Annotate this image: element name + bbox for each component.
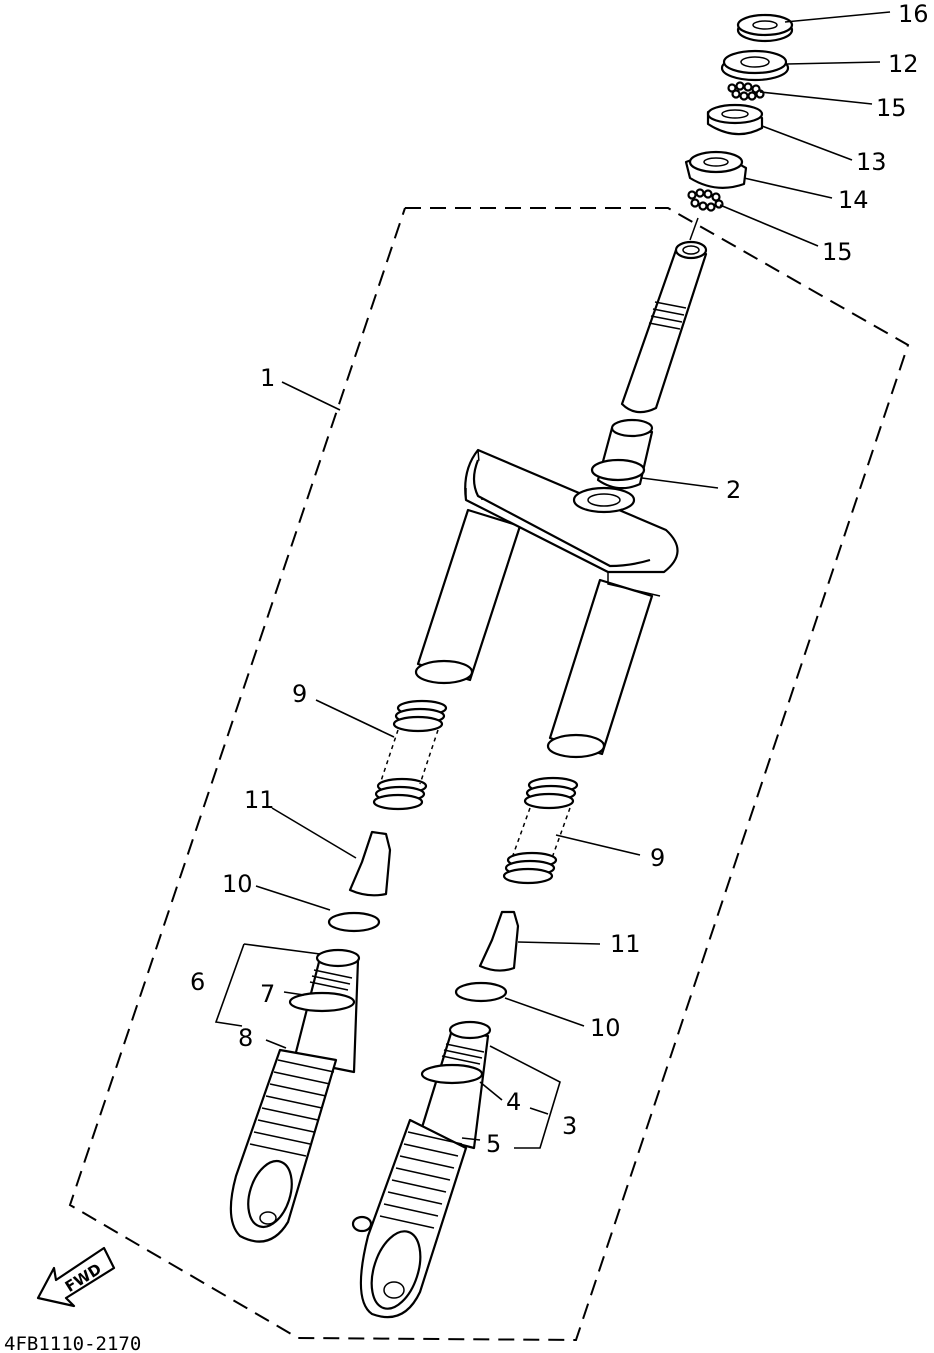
callout-6: 6	[190, 968, 205, 996]
callout-12: 12	[888, 50, 919, 78]
part-2-steering-bracket	[414, 418, 679, 759]
part-14-bearing-cup	[684, 150, 748, 189]
part-15-ball-bearings-upper	[727, 81, 765, 101]
part-10-washer-left	[327, 911, 381, 933]
callout-labels: 16 12 15 13 14 15 1 2 9 9 11 11 10 10 6 …	[190, 0, 929, 1158]
part-11-stopper-left	[348, 830, 392, 897]
callout-9-left: 9	[292, 680, 307, 708]
part-11-stopper-right	[478, 910, 520, 972]
part-13-bearing-cone	[706, 103, 764, 136]
callout-1: 1	[260, 364, 275, 392]
callout-16: 16	[898, 0, 929, 28]
part-10-washer-right	[454, 981, 508, 1003]
leader-lines	[214, 11, 891, 1149]
part-code: 4FB1110-2170	[4, 1333, 141, 1353]
part-12-bearing-race	[720, 49, 790, 82]
callout-10-right: 10	[590, 1014, 621, 1042]
part-9-spring-right	[502, 776, 579, 885]
callout-7: 7	[260, 980, 275, 1008]
callout-11-left: 11	[244, 786, 275, 814]
callout-15-lower: 15	[822, 238, 853, 266]
callout-2: 2	[726, 476, 741, 504]
callout-15-upper: 15	[876, 94, 907, 122]
assembly-boundary	[68, 207, 910, 1342]
callout-4: 4	[506, 1088, 521, 1116]
part-9-spring-left	[372, 699, 448, 811]
callout-3: 3	[562, 1112, 577, 1140]
callout-5: 5	[486, 1130, 501, 1158]
callout-14: 14	[838, 186, 869, 214]
part-16-ring-nut	[736, 13, 794, 43]
callout-9-right: 9	[650, 844, 665, 872]
part-6-left-fork-leg	[229, 948, 361, 1243]
callout-8: 8	[238, 1024, 253, 1052]
part-15-ball-bearings-lower	[687, 188, 724, 212]
callout-11-right: 11	[610, 930, 641, 958]
callout-10-left: 10	[222, 870, 253, 898]
callout-13: 13	[856, 148, 887, 176]
fwd-direction-arrow: FWD	[36, 1246, 116, 1308]
steering-stem-tube	[620, 240, 708, 414]
part-3-right-fork-leg	[351, 1020, 492, 1319]
